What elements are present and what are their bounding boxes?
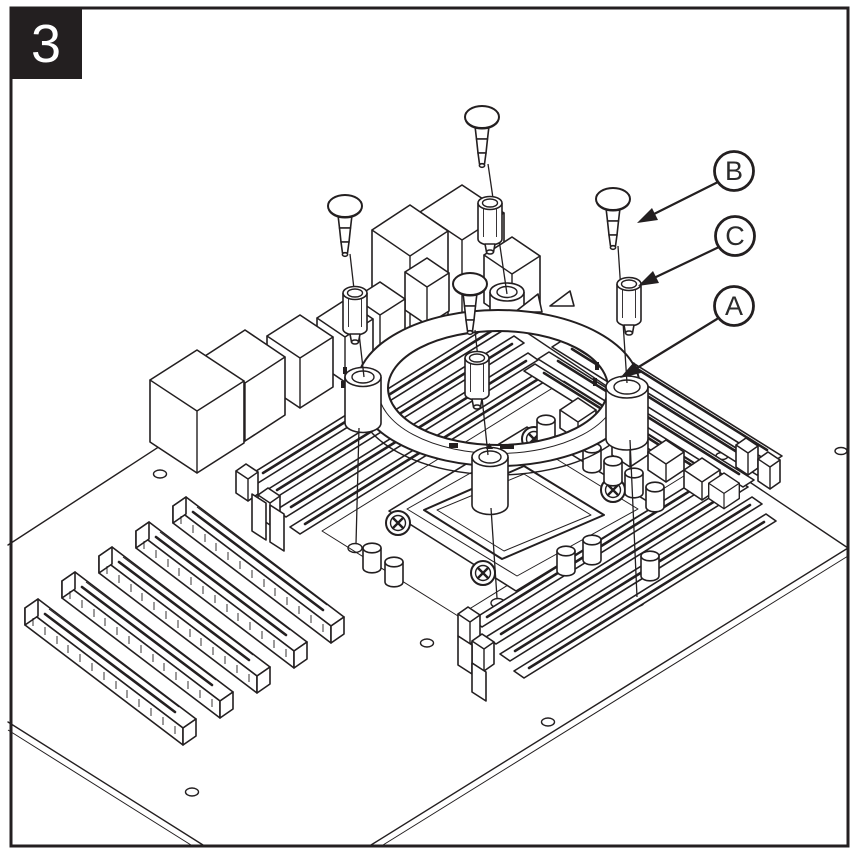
standoff-right: [616, 276, 642, 336]
callout-a: A: [713, 285, 755, 327]
ring-left-post: [344, 366, 382, 434]
leader-arrows: [620, 180, 721, 378]
callout-b-letter: B: [725, 156, 743, 186]
motherboard-board: [7, 268, 849, 846]
step-number-badge: 3: [11, 8, 82, 79]
push-pin-back: [464, 105, 500, 169]
ram-slots-bottom: [457, 461, 778, 702]
border-frame: [9, 6, 850, 848]
push-pin-left: [327, 194, 363, 258]
cpu: [423, 465, 605, 560]
callout-c: C: [714, 215, 756, 257]
ring-front-post: [471, 446, 509, 516]
callout-c-letter: C: [725, 221, 745, 251]
mounting-ring: [341, 282, 649, 516]
push-pin-right: [595, 187, 631, 251]
callout-a-letter: A: [725, 291, 743, 321]
callout-b: B: [713, 150, 755, 192]
ram-slots-left: [235, 317, 554, 552]
ring-right-post: [605, 375, 649, 451]
